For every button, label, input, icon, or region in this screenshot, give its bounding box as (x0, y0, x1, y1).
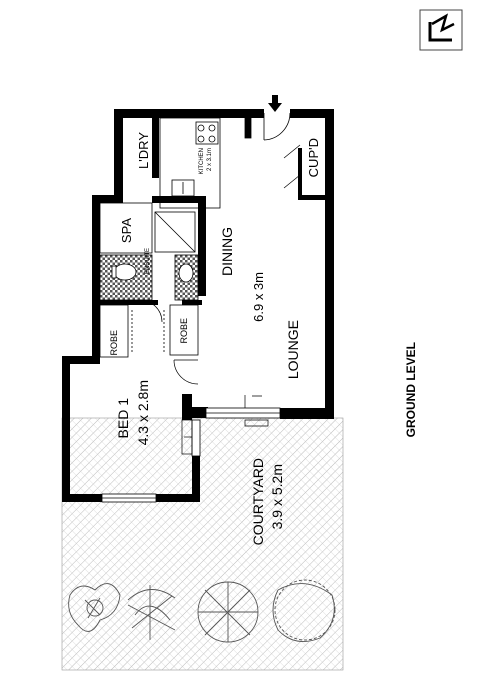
dining-label: DINING (219, 227, 235, 276)
robe-units (99, 304, 199, 358)
entry-arrow-icon (268, 95, 282, 112)
bed-size-label: 4.3 x 2.8m (135, 380, 151, 445)
ensuite-label: ENSUITE (145, 248, 151, 274)
kitchen-label: KITCHEN (199, 148, 205, 174)
internal-doors (139, 299, 269, 455)
courtyard-label: COURTYARD (250, 458, 266, 545)
north-arrow-icon (419, 9, 463, 51)
lounge-label: LOUNGE (285, 320, 301, 379)
courtyard-size-label: 3.9 x 5.2m (269, 464, 285, 529)
robe-left-label: ROBE (109, 330, 119, 356)
kitchen-size-label: 2 x 3.1m (207, 148, 213, 171)
garden-planting (68, 579, 336, 643)
entry-door (263, 112, 291, 141)
living-size-label: 6.9 x 3m (251, 272, 266, 322)
bed-label: BED 1 (115, 398, 131, 439)
walls (62, 109, 334, 502)
laundry-label: L'DRY (136, 132, 151, 169)
kitchen-fittings (159, 117, 252, 209)
robe-right-label: ROBE (179, 318, 189, 344)
level-label: GROUND LEVEL (404, 342, 418, 437)
cupboard-doors (283, 144, 301, 189)
spa-label: SPA (119, 218, 134, 243)
courtyard-paving (62, 418, 343, 670)
cupboard-label: CUP'D (306, 138, 321, 177)
ensuite-fittings (99, 202, 199, 301)
windows (101, 407, 281, 503)
